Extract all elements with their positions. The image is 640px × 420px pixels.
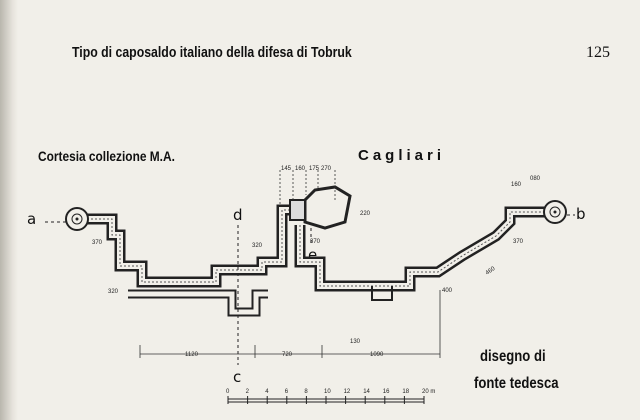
handwritten-note: Cagliari xyxy=(358,147,446,164)
source-note-line2: fonte tedesca xyxy=(474,375,559,392)
section-lines xyxy=(45,214,575,365)
page-number: 125 xyxy=(586,44,610,61)
page-edge-shadow xyxy=(0,0,18,420)
scale-label: 2 xyxy=(246,389,250,395)
scale-label: 10 xyxy=(324,389,331,395)
svg-text:160: 160 xyxy=(295,166,306,172)
svg-text:1090: 1090 xyxy=(370,352,384,358)
section-letter-e: e xyxy=(308,246,318,264)
page-title: Tipo di caposaldo italiano della difesa … xyxy=(72,44,352,61)
bunker xyxy=(289,185,352,230)
scale-label: 0 xyxy=(226,389,230,395)
scale-label: 16 xyxy=(383,389,390,395)
svg-text:220: 220 xyxy=(360,211,371,217)
svg-text:320: 320 xyxy=(108,289,119,295)
scale-label: 18 xyxy=(402,389,409,395)
svg-text:320: 320 xyxy=(252,243,263,249)
gun-emplacement-b xyxy=(543,200,567,224)
credit-text: Cortesia collezione M.A. xyxy=(38,148,175,164)
section-letter-d: d xyxy=(233,206,243,224)
svg-text:270: 270 xyxy=(321,166,332,172)
svg-text:370: 370 xyxy=(310,239,321,245)
section-letter-b: b xyxy=(576,205,586,223)
svg-text:370: 370 xyxy=(92,240,103,246)
dimension-lines xyxy=(139,170,441,358)
section-letter-a: a xyxy=(27,210,37,228)
svg-text:370: 370 xyxy=(513,239,524,245)
scale-label: 12 xyxy=(344,389,351,395)
svg-text:145: 145 xyxy=(281,166,292,172)
svg-text:130: 130 xyxy=(350,339,361,345)
scale-label: 4 xyxy=(265,389,269,395)
svg-text:460: 460 xyxy=(485,266,497,277)
scale-label: 20 m xyxy=(422,389,435,395)
scale-label: 8 xyxy=(304,389,308,395)
svg-text:1120: 1120 xyxy=(185,352,199,358)
svg-text:160: 160 xyxy=(511,182,522,188)
svg-text:720: 720 xyxy=(282,352,293,358)
dimension-labels: 145 160 175 270 370 320 320 370 220 160 … xyxy=(92,166,541,358)
source-note-line1: disegno di xyxy=(480,348,546,365)
trench-outline xyxy=(87,204,548,317)
scale-label: 6 xyxy=(285,389,289,395)
svg-text:400: 400 xyxy=(442,288,453,294)
scale-label: 14 xyxy=(363,389,370,395)
svg-text:175: 175 xyxy=(309,166,320,172)
section-letter-c: c xyxy=(233,368,242,386)
scale-bar: 0 2 4 6 8 10 12 14 16 18 20 m xyxy=(226,389,435,404)
gun-emplacement-a xyxy=(65,207,89,231)
svg-text:080: 080 xyxy=(530,176,541,182)
